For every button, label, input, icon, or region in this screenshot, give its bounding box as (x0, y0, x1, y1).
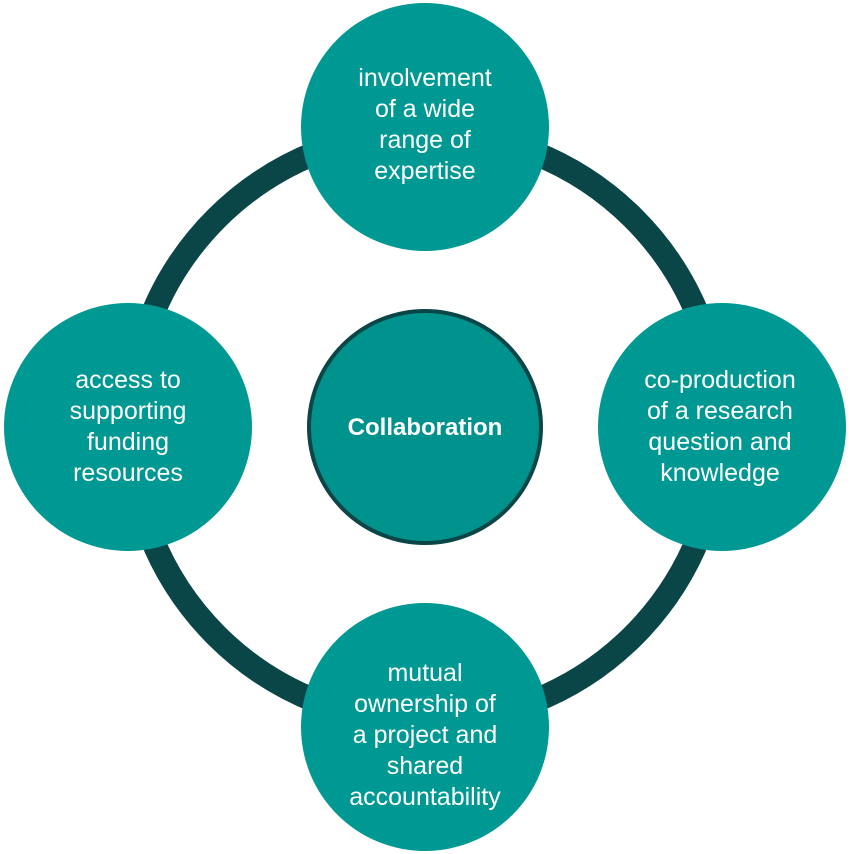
node-label-funding-resources: access to supporting funding resources (69, 366, 187, 487)
node-circle-left (4, 303, 252, 551)
node-label-mutual-ownership: mutual ownership of a project and shared… (349, 658, 501, 811)
center-circle (307, 309, 543, 545)
node-label-expertise: involvement of a wide range of expertise (358, 64, 492, 185)
center-label: Collaboration (347, 413, 503, 441)
node-label-co-production: co-production of a research question and… (644, 366, 796, 487)
node-circle-bottom (301, 603, 549, 851)
node-circle-right (598, 303, 846, 551)
node-circle-top (301, 3, 549, 251)
